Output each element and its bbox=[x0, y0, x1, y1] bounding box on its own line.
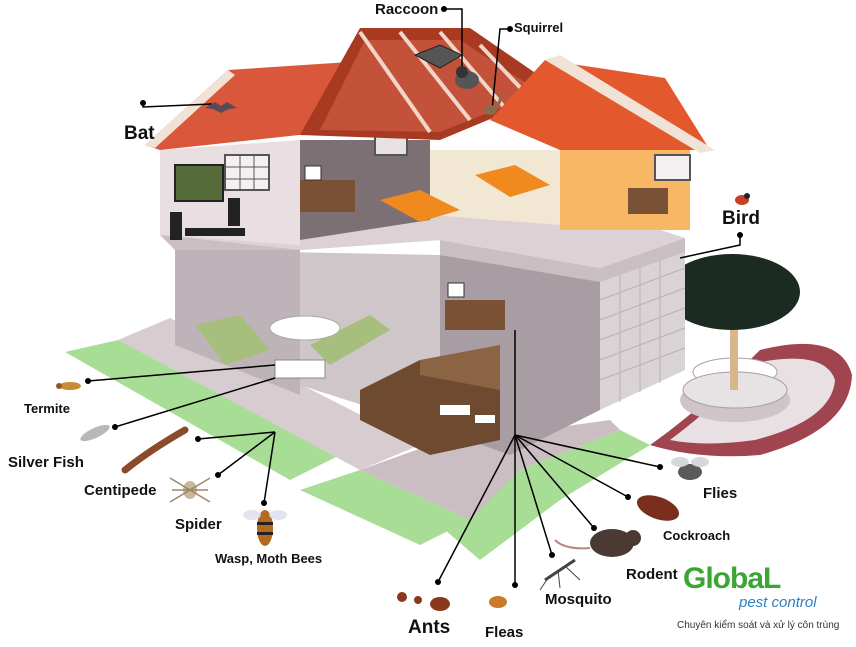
line-cockroach bbox=[514, 434, 629, 498]
silverfish-icon bbox=[80, 424, 110, 442]
label-raccoon: Raccoon bbox=[375, 1, 439, 18]
line-bird bbox=[679, 235, 741, 259]
leader-lines bbox=[87, 8, 741, 585]
label-ants: Ants bbox=[408, 617, 451, 638]
line-centipede bbox=[197, 431, 276, 440]
label-bat: Bat bbox=[124, 123, 155, 144]
line-wasp bbox=[263, 431, 276, 504]
roof bbox=[145, 28, 715, 153]
ground bbox=[65, 318, 650, 560]
walkway bbox=[118, 318, 420, 470]
raccoon-icon bbox=[455, 66, 479, 89]
spider-icon bbox=[169, 477, 211, 503]
front-path bbox=[360, 420, 620, 520]
left-lawn bbox=[65, 340, 340, 480]
bird-icon bbox=[735, 193, 750, 205]
termite-icon bbox=[56, 382, 81, 390]
flea-icon bbox=[489, 596, 507, 608]
label-termite: Termite bbox=[24, 401, 70, 416]
line-ants bbox=[437, 434, 516, 583]
window-right bbox=[654, 154, 691, 181]
right-lawn bbox=[445, 430, 650, 560]
bat-icon bbox=[205, 102, 237, 113]
line-termite bbox=[87, 364, 276, 382]
sofa bbox=[195, 315, 270, 365]
living-table bbox=[269, 315, 341, 341]
desk-ground bbox=[445, 300, 505, 330]
label-squirrel: Squirrel bbox=[514, 20, 564, 35]
wasp-icon bbox=[243, 510, 287, 546]
tv bbox=[174, 164, 224, 202]
logo-wordmark: GlobaL bbox=[683, 562, 781, 595]
logo-tagline: Chuyên kiểm soát và xử lý côn trùng bbox=[677, 620, 840, 631]
rodent-icon bbox=[554, 529, 641, 557]
tree-canopy bbox=[664, 254, 800, 330]
label-flies: Flies bbox=[703, 485, 738, 502]
squirrel-icon bbox=[483, 93, 502, 115]
logo-subtitle: pest control bbox=[739, 594, 817, 611]
front-lawn bbox=[300, 470, 470, 545]
line-raccoon bbox=[444, 8, 463, 70]
label-fleas: Fleas bbox=[485, 624, 524, 641]
brick-wall-right bbox=[600, 250, 685, 410]
desk-upper-left bbox=[300, 180, 355, 212]
global-pest-control-logo: GlobaL pest control Chuyên kiểm soát và … bbox=[677, 562, 853, 642]
label-spider: Spider bbox=[175, 516, 222, 533]
label-cockroach: Cockroach bbox=[663, 528, 731, 543]
ant-icon bbox=[397, 592, 450, 611]
label-rodent: Rodent bbox=[626, 566, 678, 583]
centipede-icon bbox=[121, 426, 189, 474]
cockroach-icon bbox=[636, 495, 680, 521]
mosquito-icon bbox=[539, 558, 581, 591]
patio bbox=[650, 254, 852, 457]
line-silverfish bbox=[114, 377, 276, 428]
bed-1 bbox=[380, 190, 460, 222]
fly-icon bbox=[671, 457, 709, 480]
leader-dots bbox=[85, 6, 743, 588]
tree-trunk bbox=[730, 300, 738, 390]
ground-floor bbox=[175, 250, 686, 455]
label-centipede: Centipede bbox=[84, 482, 157, 499]
label-silver-fish: Silver Fish bbox=[8, 454, 84, 471]
line-rodent bbox=[514, 434, 595, 529]
label-wasp: Wasp, Moth Bees bbox=[215, 551, 323, 566]
line-squirrel bbox=[491, 28, 510, 111]
kitchen-counter bbox=[360, 360, 500, 455]
line-flies bbox=[514, 434, 661, 468]
line-mosquito bbox=[514, 434, 553, 556]
roof-right bbox=[490, 60, 710, 150]
window-left bbox=[224, 154, 270, 191]
line-spider bbox=[217, 431, 276, 476]
label-bird: Bird bbox=[722, 208, 760, 229]
label-mosquito: Mosquito bbox=[545, 591, 612, 608]
bed-2 bbox=[475, 165, 550, 197]
desk-upper-right bbox=[628, 188, 668, 214]
